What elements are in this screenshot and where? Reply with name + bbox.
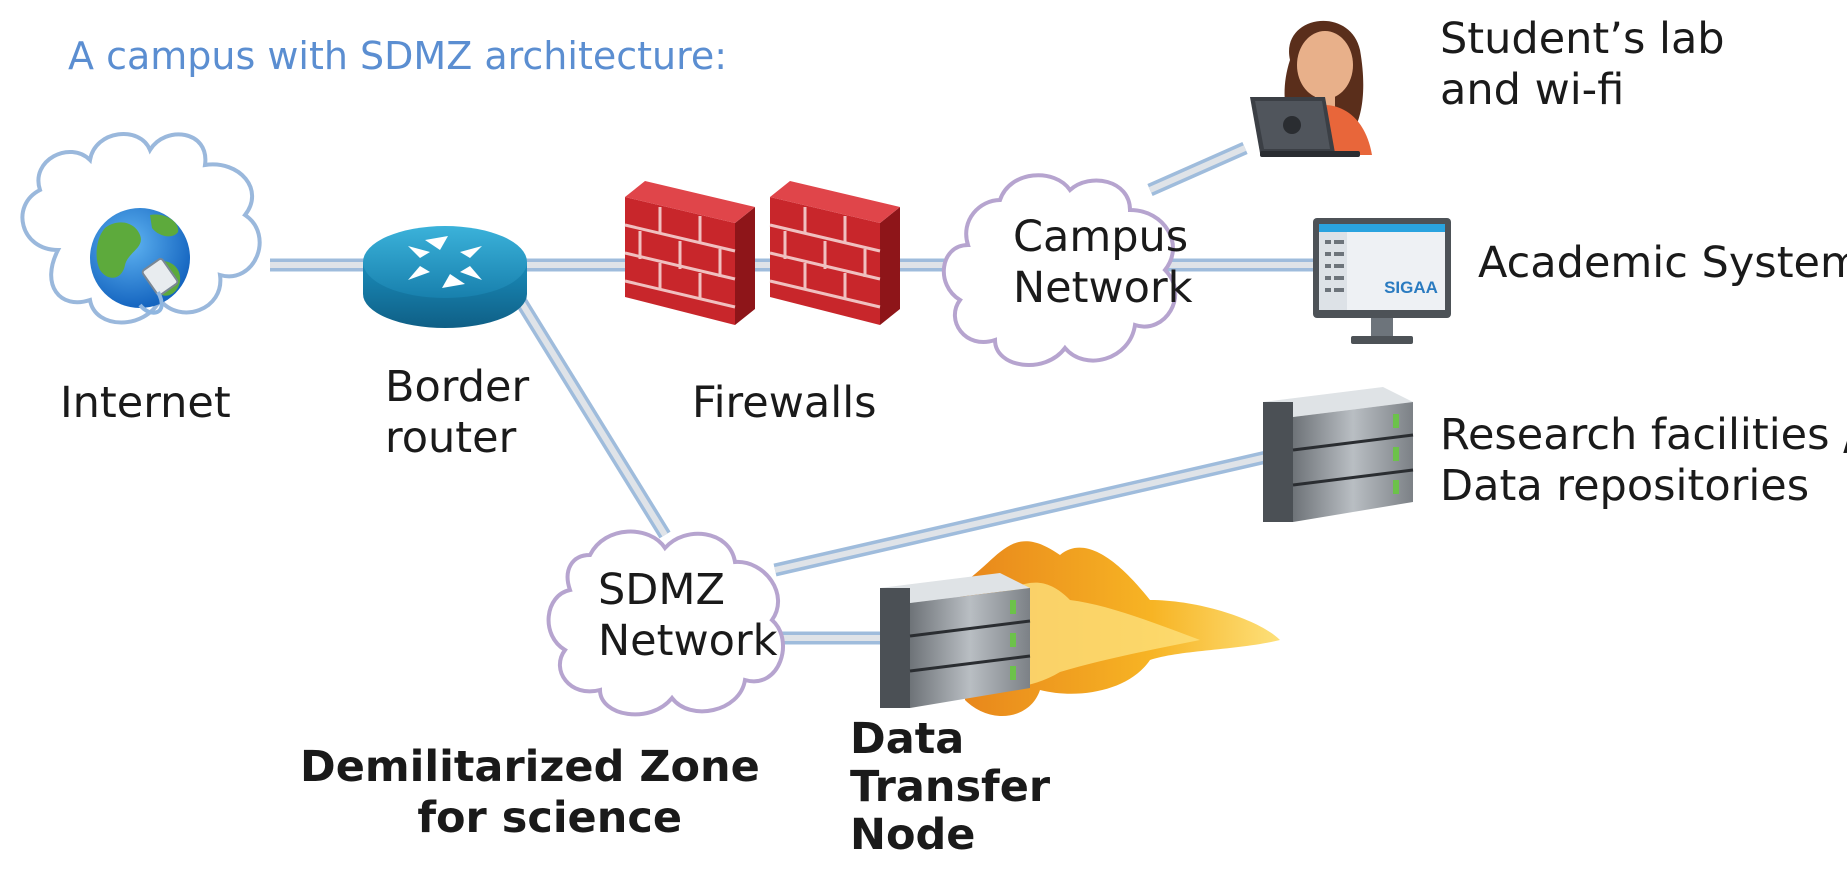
server-icon bbox=[880, 573, 1031, 708]
research-label-line: Research facilities / bbox=[1440, 410, 1847, 460]
flame-icon bbox=[960, 541, 1280, 717]
dmz-label: Demilitarized Zone for science bbox=[300, 742, 760, 843]
research-label: Research facilities / Data repositories bbox=[1440, 410, 1847, 511]
page-title: A campus with SDMZ architecture: bbox=[68, 34, 728, 78]
link-campus-to-student-inner bbox=[1148, 145, 1247, 193]
server-icon bbox=[1263, 387, 1414, 522]
internet-label: Internet bbox=[60, 378, 231, 428]
dmz-label-line: Demilitarized Zone bbox=[300, 742, 760, 792]
campus-network-cloud bbox=[941, 173, 1178, 367]
border-router-label-line: Border bbox=[385, 362, 530, 412]
academic-systems-label: Academic Systems bbox=[1478, 238, 1847, 288]
dmz-label-line: for science bbox=[417, 792, 682, 843]
dtn-label-line: Node bbox=[850, 810, 976, 861]
research-label-line: Data repositories bbox=[1440, 460, 1810, 511]
student-label-line: Student’s lab bbox=[1440, 14, 1725, 64]
link-router-to-sdmz-inner bbox=[517, 298, 668, 537]
campus-network-label-line: Campus bbox=[1013, 212, 1189, 262]
student-icon bbox=[1250, 20, 1372, 157]
student-label: Student’s lab and wi-fi bbox=[1440, 14, 1725, 115]
monitor-icon: SIGAA bbox=[1313, 218, 1451, 344]
campus-network-label: Campus Network bbox=[1013, 212, 1193, 313]
globe-icon bbox=[90, 208, 190, 315]
campus-network-label-line: Network bbox=[1013, 262, 1193, 313]
dtn-label: Data Transfer Node bbox=[850, 714, 1051, 861]
firewall-icon bbox=[624, 181, 755, 325]
sdmz-network-label: SDMZ Network bbox=[598, 565, 778, 666]
firewalls-label: Firewalls bbox=[692, 378, 877, 428]
sdmz-network-label-line: Network bbox=[598, 615, 778, 666]
sdmz-network-label-line: SDMZ bbox=[598, 565, 725, 615]
router-icon bbox=[363, 226, 527, 328]
link-sdmz-to-research-inner bbox=[774, 452, 1276, 573]
student-label-line: and wi-fi bbox=[1440, 64, 1625, 115]
border-router-label: Border router bbox=[385, 362, 529, 463]
firewall-icon bbox=[769, 181, 900, 325]
border-router-label-line: router bbox=[385, 412, 517, 463]
dtn-label-line: Data bbox=[850, 714, 965, 764]
dtn-label-line: Transfer bbox=[850, 762, 1051, 813]
monitor-text: SIGAA bbox=[1384, 278, 1438, 297]
sdmz-network-cloud bbox=[546, 529, 785, 717]
